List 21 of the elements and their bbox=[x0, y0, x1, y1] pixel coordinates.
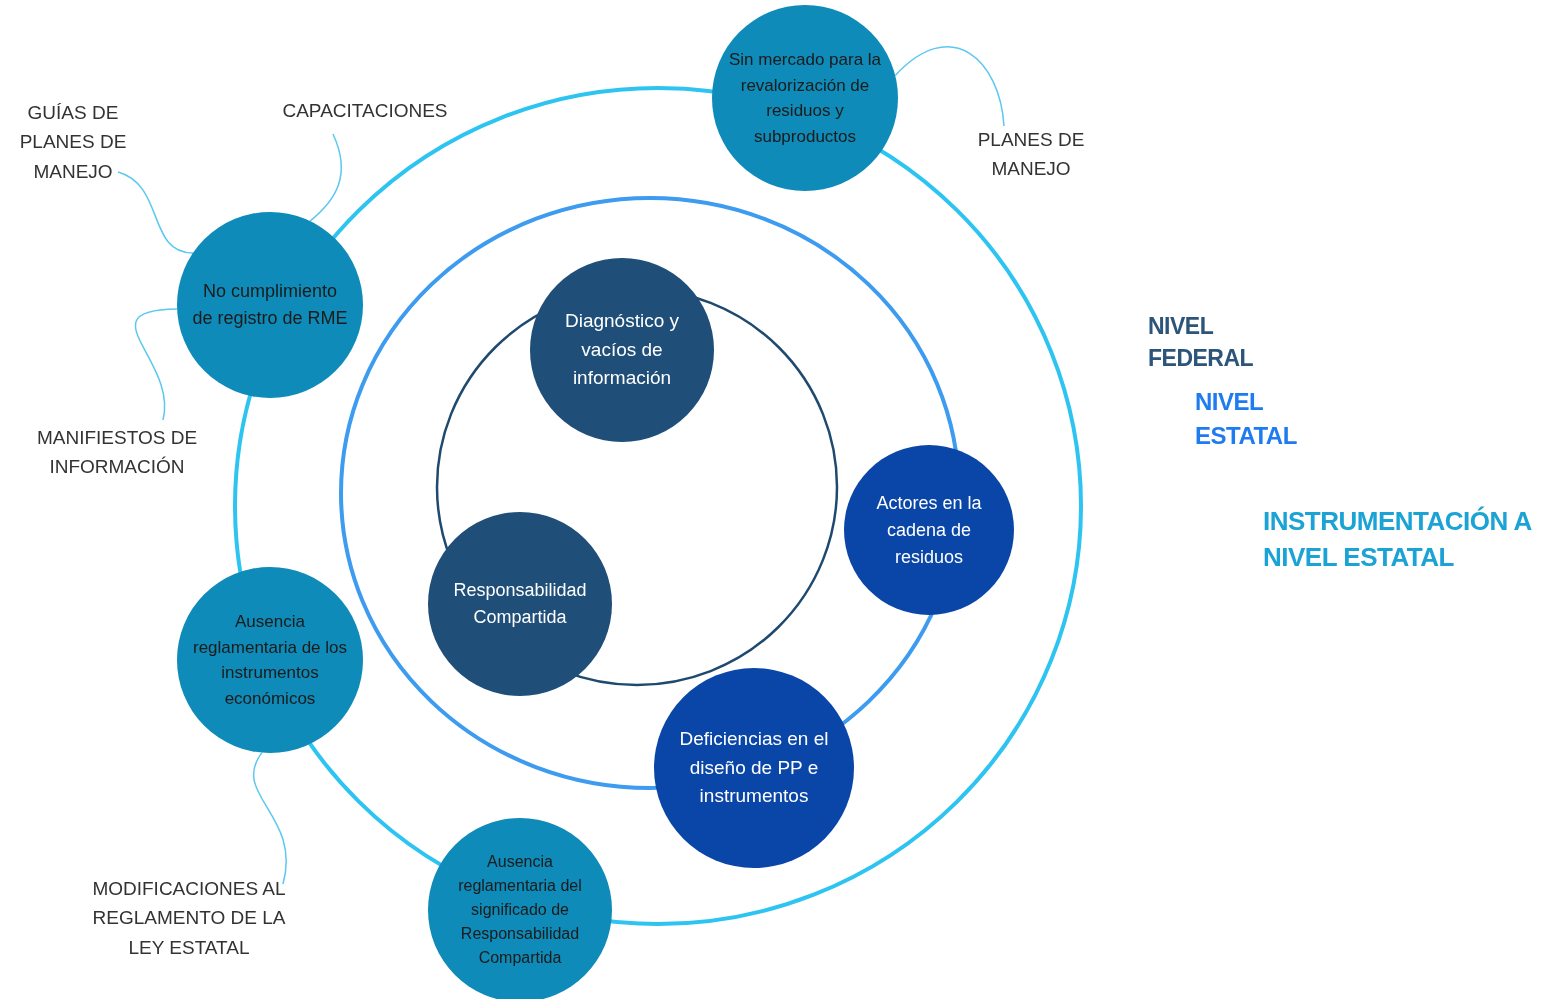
level-label: NIVEL ESTATAL bbox=[1195, 387, 1298, 451]
leader-line bbox=[309, 133, 342, 222]
instrument-label: GUÍAS DE PLANES DE MANEJO bbox=[3, 97, 143, 187]
leader-line bbox=[894, 46, 1005, 127]
instrument-label: PLANES DE MANEJO bbox=[961, 124, 1101, 184]
instrument-label: CAPACITACIONES bbox=[265, 96, 465, 126]
leader-line bbox=[117, 171, 194, 254]
circle-text: Ausencia reglamentaria de los instrumentos económicos bbox=[192, 611, 348, 710]
circle-text: Deficiencias en el diseño de PP e instrumentos bbox=[678, 727, 830, 809]
circle-text: Ausencia reglamentaria del significado de Responsabilidad Compartida bbox=[457, 852, 583, 968]
instrument-label: MANIFIESTOS DE INFORMACIÓN bbox=[17, 422, 217, 482]
circle-text: Sin mercado para la revalorización de residuos y subproductos bbox=[727, 49, 883, 148]
level-label: INSTRUMENTACIÓN A NIVEL ESTATAL bbox=[1263, 505, 1533, 575]
circle-text: No cumplimiento de registro de RME bbox=[191, 280, 349, 330]
circle-text: Actores en la cadena de residuos bbox=[875, 491, 983, 569]
level-label: NIVEL FEDERAL bbox=[1148, 312, 1255, 374]
circle-text: Diagnóstico y vacíos de información bbox=[563, 309, 681, 391]
instrument-label: MODIFICACIONES AL REGLAMENTO DE LA LEY ESTATAL bbox=[89, 873, 289, 963]
leader-line bbox=[252, 751, 287, 885]
circle-text: Responsabilidad Compartida bbox=[452, 579, 588, 629]
leader-line bbox=[134, 308, 178, 421]
